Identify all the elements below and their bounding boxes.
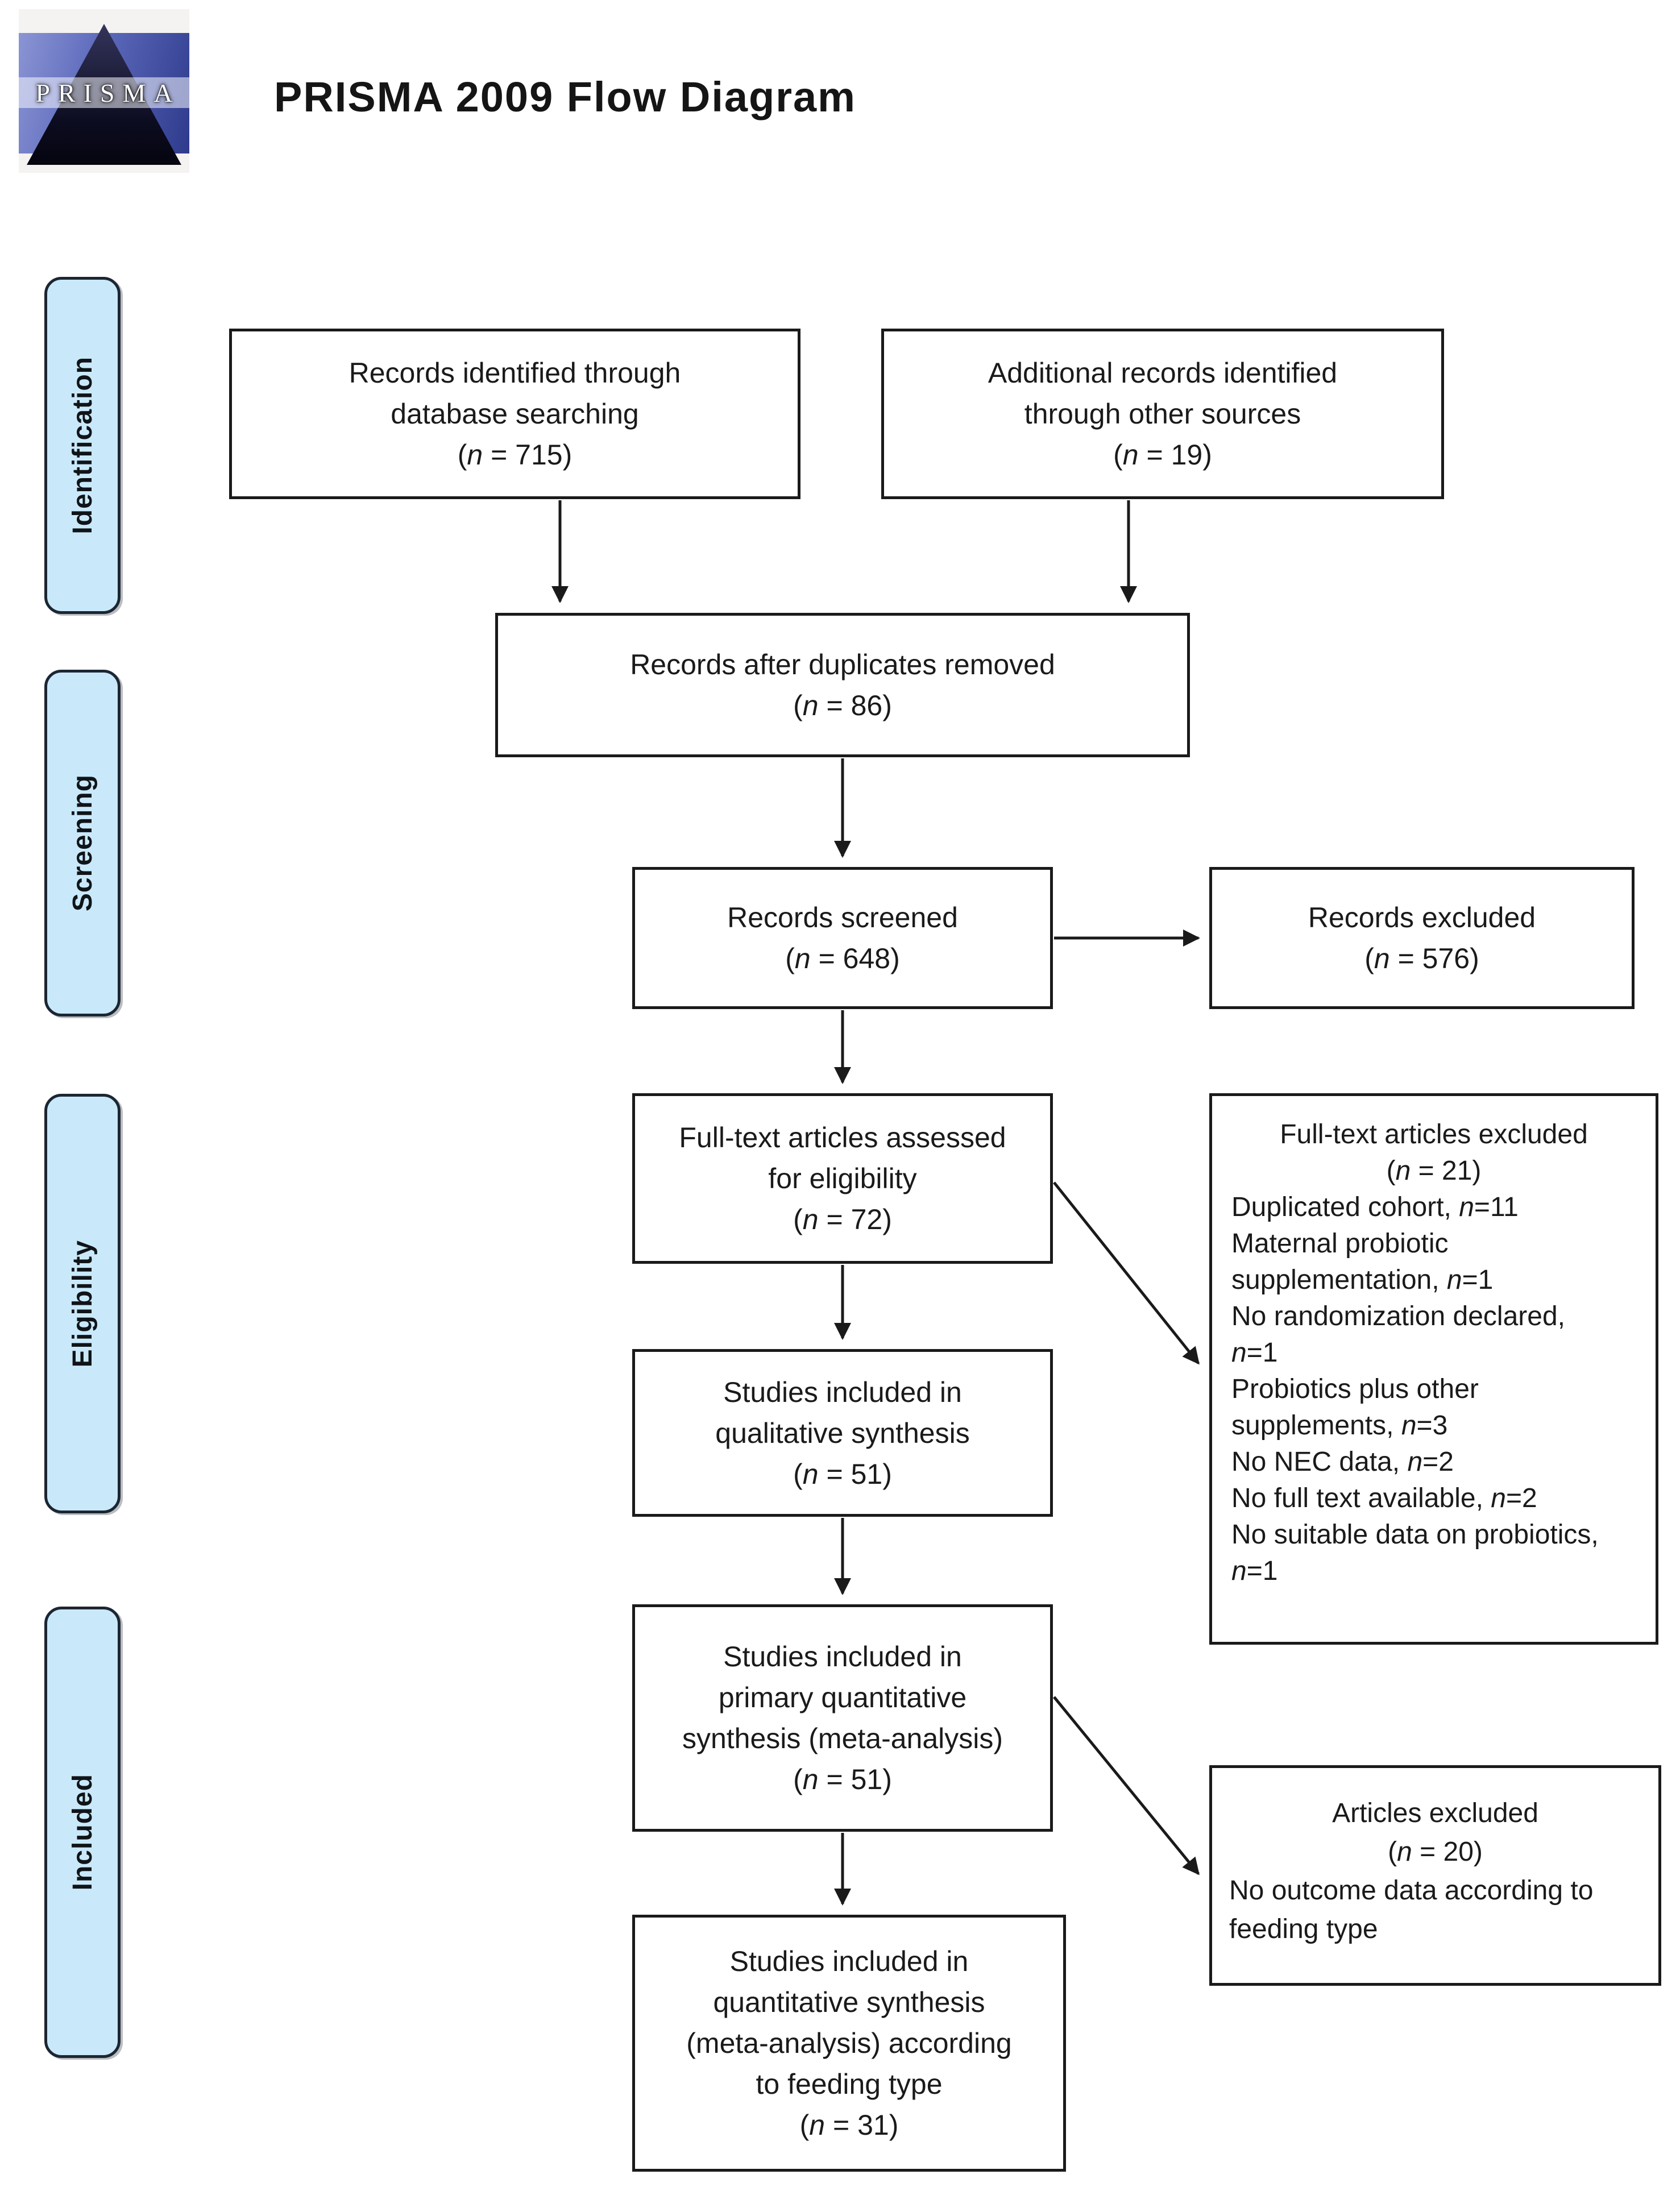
- box-label: Records excluded: [1308, 902, 1536, 933]
- exclusion-reason: No full text available, n=2: [1231, 1483, 1537, 1513]
- exclusion-reason: No suitable data on probiotics, n=1: [1231, 1520, 1599, 1586]
- box-count: (n = 19): [1113, 439, 1212, 471]
- box-count: (n = 715): [457, 439, 573, 471]
- box-label: Records screened: [727, 902, 958, 933]
- logo-text: PRISMA: [35, 78, 181, 107]
- box-articles-excluded: Articles excluded (n = 20) No outcome da…: [1209, 1765, 1661, 1986]
- box-count: (n = 31): [799, 2109, 899, 2141]
- box-records-screened: Records screened (n = 648): [632, 867, 1053, 1009]
- box-count: (n = 576): [1364, 943, 1479, 974]
- box-count: (n = 20): [1388, 1837, 1483, 1867]
- exclusion-reason: No randomization declared, n=1: [1231, 1301, 1565, 1368]
- exclusion-reason: Probiotics plus other supplements, n=3: [1231, 1374, 1479, 1441]
- box-label: Records after duplicates removed: [630, 649, 1055, 680]
- arrow-fulltext-assessed-to-fulltext-excluded: [1053, 1181, 1200, 1365]
- box-fulltext-excluded: Full-text articles excluded (n = 21) Dup…: [1209, 1093, 1658, 1645]
- box-records-after-duplicates-removed: Records after duplicates removed (n = 86…: [495, 613, 1190, 757]
- box-count: (n = 72): [793, 1204, 892, 1235]
- prisma-logo: PRISMA: [19, 9, 189, 173]
- exclusion-reason: Maternal probiotic supplementation, n=1: [1231, 1229, 1494, 1295]
- box-label: Articles excluded: [1332, 1798, 1538, 1828]
- stage-label-included: Included: [44, 1607, 121, 2058]
- exclusion-reason: No NEC data, n=2: [1231, 1447, 1454, 1477]
- box-records-excluded: Records excluded (n = 576): [1209, 867, 1635, 1009]
- box-count: (n = 51): [793, 1763, 892, 1795]
- exclusion-reason: No outcome data according to feeding typ…: [1229, 1875, 1594, 1944]
- box-count: (n = 21): [1386, 1156, 1482, 1186]
- page-title: PRISMA 2009 Flow Diagram: [274, 73, 856, 121]
- exclusion-reasons: No outcome data according to feeding typ…: [1212, 1872, 1658, 1949]
- stage-label-eligibility: Eligibility: [44, 1094, 121, 1513]
- stage-label-screening: Screening: [44, 670, 121, 1016]
- arrow-primary-to-articles-excluded: [1053, 1696, 1200, 1875]
- exclusion-reason: Duplicated cohort, n=11: [1231, 1192, 1519, 1222]
- box-count: (n = 86): [793, 690, 892, 721]
- box-label: Full-text articles excluded: [1280, 1119, 1588, 1150]
- logo-band: PRISMA: [19, 77, 189, 108]
- box-count: (n = 51): [793, 1458, 892, 1490]
- box-count: (n = 648): [785, 943, 900, 974]
- stage-label-identification: Identification: [44, 277, 121, 614]
